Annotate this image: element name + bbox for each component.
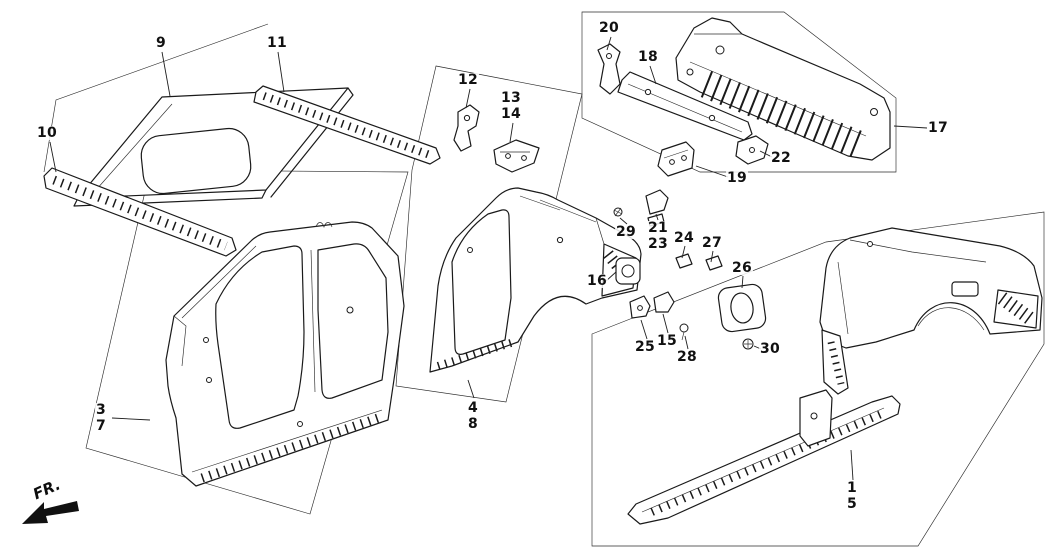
part-number-13: 13 [500,90,522,106]
clip-27 [705,255,723,271]
front-roof-rail [43,167,237,257]
bracket-22 [735,135,769,165]
part-number-4: 4 [467,400,479,416]
part-number-16: 16 [586,273,608,289]
part-number-10: 10 [36,125,58,141]
quarter-front-flange [821,329,849,395]
part-number-5: 5 [846,496,858,512]
bracket-20 [597,43,621,95]
part-number-22: 22 [770,150,792,166]
part-number-11: 11 [266,35,288,51]
rear-roof-rail [253,85,441,165]
part-number-27: 27 [701,235,723,251]
part-number-21: 21 [647,220,669,236]
small-fittings [613,189,767,350]
part-number-14: 14 [500,106,522,122]
part-number-30: 30 [759,341,781,357]
part-number-20: 20 [598,20,620,36]
leader-lines [49,36,928,481]
bracket-15 [653,291,675,313]
group-boxes [43,11,1045,547]
part-number-18: 18 [637,49,659,65]
fr-direction-arrow [22,501,79,524]
part-number-3: 3 [95,402,107,418]
bolt-28 [679,323,689,341]
bracket-19 [657,141,695,177]
screw-30 [742,338,754,350]
quarter-panel-right [819,227,1043,395]
part-number-15: 15 [656,333,678,349]
part-number-26: 26 [731,260,753,276]
side-panel-middle [429,187,642,373]
bracket-13-14 [493,139,540,173]
part-number-19: 19 [726,170,748,186]
part-number-7: 7 [95,418,107,434]
part-number-23: 23 [647,236,669,252]
part-number-1: 1 [846,480,858,496]
side-panel-left [165,221,405,487]
sill-panel [627,389,901,525]
part-number-25: 25 [634,339,656,355]
rail-18 [617,71,753,141]
rear-bulkhead-panel [675,17,891,161]
clip-24 [675,253,693,269]
bracket-12 [453,104,480,152]
pocket-16 [615,257,641,285]
fuel-pocket-26 [717,283,767,333]
part-number-24: 24 [673,230,695,246]
part-number-8: 8 [467,416,479,432]
part-number-17: 17 [927,120,949,136]
part-number-12: 12 [457,72,479,88]
part-number-29: 29 [615,224,637,240]
roof-panel [73,87,354,207]
bracket-21 [645,189,669,215]
part-number-9: 9 [155,35,167,51]
fr-arrow-icon [22,501,79,524]
part-number-28: 28 [676,349,698,365]
